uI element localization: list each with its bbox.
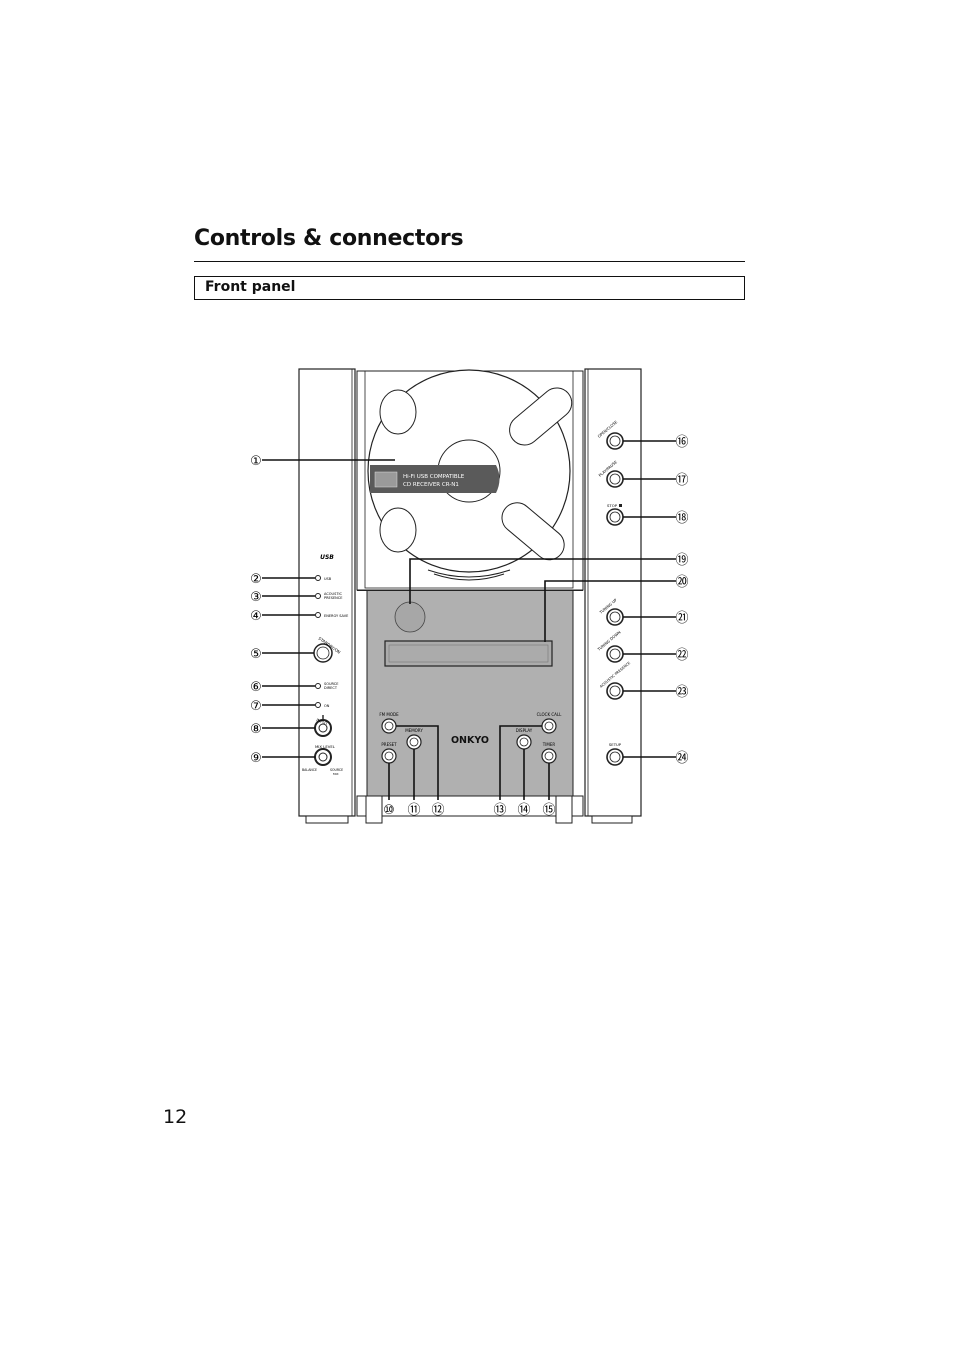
acoustic-label-2: PRESENCE (324, 596, 342, 600)
page-heading: Controls & connectors (194, 226, 464, 251)
callout-7: ⑦ (250, 699, 262, 714)
source-direct-button[interactable]: SOURCE DIRECT (315, 682, 339, 690)
acoustic-label-1: ACOUSTIC (324, 592, 342, 596)
stop-button[interactable]: STOP (606, 503, 624, 526)
setup-button[interactable]: SETUP (606, 742, 624, 766)
preset-label: PRESET (381, 742, 397, 747)
usb-port[interactable]: USB (315, 575, 332, 582)
usb-label: USB (324, 577, 332, 581)
preset-button[interactable]: PRESET (381, 742, 397, 764)
fm-mode-label: FM MODE (379, 712, 399, 717)
acoustic-presence-indicator: ACOUSTIC PRESENCE (315, 592, 342, 600)
brand-logo: ONKYO (451, 735, 489, 746)
balance-label: BALANCE (302, 768, 317, 772)
memory-button[interactable]: MEMORY (405, 728, 423, 750)
source-mix-label: SOURCE (330, 768, 343, 772)
callout-12: ⑫ (431, 803, 444, 818)
callout-5: ⑤ (250, 647, 262, 662)
callout-19: ⑲ (675, 553, 688, 568)
timer-label: TIMER (542, 742, 556, 747)
energy-save-indicator: ENERGY SAVE (315, 612, 348, 618)
mix-label: MIX (333, 772, 339, 776)
disc-tray-window: Hi-Fi USB COMPATIBLE CD RECEIVER CR-N1 (356, 369, 584, 591)
callout-15: ⑮ (542, 803, 555, 818)
on-indicator: ON (315, 702, 330, 708)
callout-2: ② (250, 572, 262, 587)
callout-6: ⑥ (250, 680, 262, 695)
callout-24: ㉔ (675, 751, 688, 766)
memory-label: MEMORY (405, 728, 423, 733)
callout-numbers: ① ② ③ ④ ⑤ ⑥ ⑦ ⑧ ⑨ ⑩ ⑪ ⑫ ⑬ ⑭ ⑮ ⑯ ⑰ ⑱ ⑲ ⑳ … (250, 435, 688, 818)
display-button[interactable]: DISPLAY (516, 728, 533, 750)
disc-label-line1: Hi-Fi USB COMPATIBLE (403, 474, 465, 480)
display-label: DISPLAY (516, 728, 533, 733)
callout-3: ③ (250, 590, 262, 605)
callout-18: ⑱ (675, 511, 688, 526)
callout-9: ⑨ (250, 751, 262, 766)
callout-16: ⑯ (675, 435, 688, 450)
disc-label-line2: CD RECEIVER CR-N1 (403, 482, 459, 488)
section-title: Front panel (205, 279, 296, 295)
page-number: 12 (163, 1106, 188, 1128)
leader-lines (262, 440, 676, 800)
setup-label: SETUP (609, 742, 622, 747)
remote-sensor (394, 601, 426, 633)
callout-13: ⑬ (493, 803, 506, 818)
callout-11: ⑪ (407, 803, 420, 818)
clock-call-label: CLOCK CALL (537, 712, 562, 717)
section-box: Front panel (194, 276, 745, 300)
heading-rule (194, 261, 745, 262)
callout-23: ㉓ (675, 685, 688, 700)
callout-8: ⑧ (250, 722, 262, 737)
stop-icon (619, 504, 622, 507)
callout-10: ⑩ (383, 803, 395, 818)
callout-17: ⑰ (675, 473, 688, 488)
usb-logo: USB (320, 554, 334, 561)
stop-label: STOP (607, 503, 618, 508)
callout-4: ④ (250, 609, 262, 624)
callout-20: ⑳ (675, 575, 688, 590)
callout-21: ㉑ (675, 611, 688, 626)
callout-22: ㉒ (675, 648, 688, 663)
source-label-1: SOURCE (324, 682, 338, 686)
callout-1: ① (250, 454, 262, 469)
mix-level-label: MIX LEVEL (315, 744, 336, 749)
callout-14: ⑭ (517, 803, 530, 818)
timer-button[interactable]: TIMER (541, 742, 557, 764)
source-label-2: DIRECT (324, 686, 338, 690)
center-control-panel: ONKYO (356, 589, 584, 824)
left-tower (298, 368, 356, 824)
on-label: ON (324, 704, 330, 708)
energy-save-label: ENERGY SAVE (324, 614, 348, 618)
input-label: INPUT (316, 717, 329, 726)
